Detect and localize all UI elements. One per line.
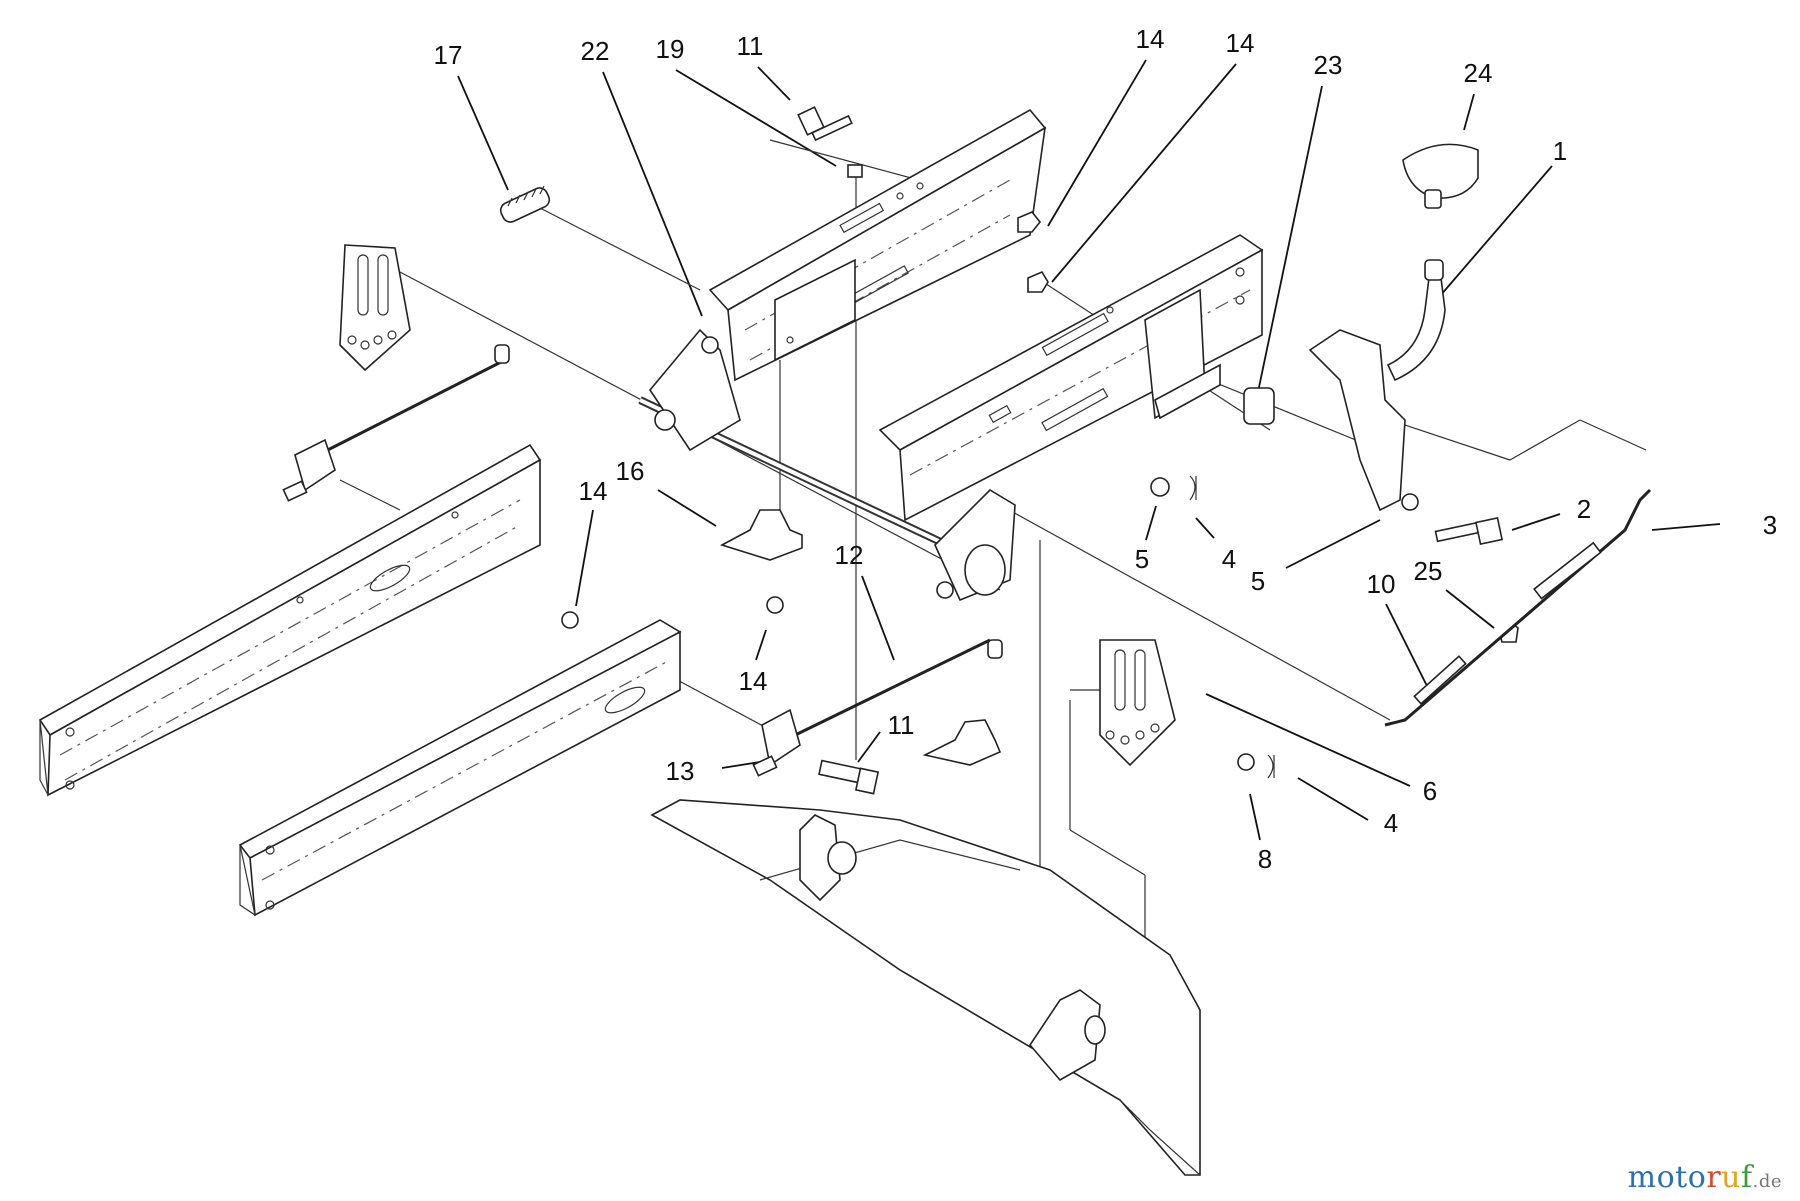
- watermark-part: f: [1740, 1160, 1753, 1195]
- callout-number: 23: [1314, 50, 1343, 80]
- watermark-logo: motoruf.de: [1628, 1160, 1782, 1195]
- callout-number: 3: [1763, 510, 1777, 540]
- lift-lever: [1308, 143, 1479, 512]
- left-frame-channel: [38, 443, 542, 797]
- callout-number: 4: [1222, 544, 1236, 574]
- callout-number: 14: [579, 476, 608, 506]
- callout-number: 4: [1384, 808, 1398, 838]
- callout-number: 1: [1553, 136, 1567, 166]
- rear-frame-channel: [708, 108, 1047, 382]
- inner-left-channel: [238, 619, 682, 917]
- callout-number: 14: [1226, 28, 1255, 58]
- callout-number: 25: [1414, 556, 1443, 586]
- height-adjust-plate-left: [339, 244, 411, 372]
- callout-number: 13: [666, 756, 695, 786]
- lift-link-left: [282, 344, 510, 502]
- callout-number: 24: [1464, 58, 1493, 88]
- watermark-part: u: [1721, 1160, 1741, 1195]
- callout-number: 11: [737, 31, 764, 61]
- callout-number: 6: [1423, 776, 1437, 806]
- height-adjust-plate-right: [1099, 639, 1176, 767]
- callout-numbers: 17 22 19 11 14 14 23 24 1 2 3 5 4 5 10 2…: [434, 24, 1778, 874]
- callout-number: 10: [1367, 569, 1396, 599]
- callout-number: 19: [656, 34, 685, 64]
- right-frame-channel: [878, 234, 1264, 522]
- watermark-part: .de: [1752, 1171, 1782, 1192]
- callout-number: 2: [1577, 494, 1591, 524]
- watermark-part: r: [1706, 1160, 1722, 1195]
- callout-number: 14: [739, 666, 768, 696]
- leader-lines: [457, 59, 1721, 841]
- hanger-brackets: [719, 509, 1002, 766]
- callout-number: 8: [1258, 844, 1272, 874]
- callout-number: 5: [1251, 566, 1265, 596]
- spring: [499, 185, 551, 223]
- cross-shaft: [638, 328, 1016, 602]
- callout-number: 14: [1136, 24, 1165, 54]
- callout-number: 5: [1135, 544, 1149, 574]
- callout-number: 17: [434, 40, 463, 70]
- callout-number: 11: [888, 710, 915, 740]
- watermark-part: moto: [1627, 1160, 1707, 1195]
- callout-number: 12: [835, 540, 864, 570]
- lift-link-right: [752, 638, 1003, 777]
- lift-rod: [1384, 488, 1652, 727]
- callout-number: 22: [581, 36, 610, 66]
- mower-deck-assembly: [650, 799, 1201, 1176]
- callout-number: 16: [616, 456, 645, 486]
